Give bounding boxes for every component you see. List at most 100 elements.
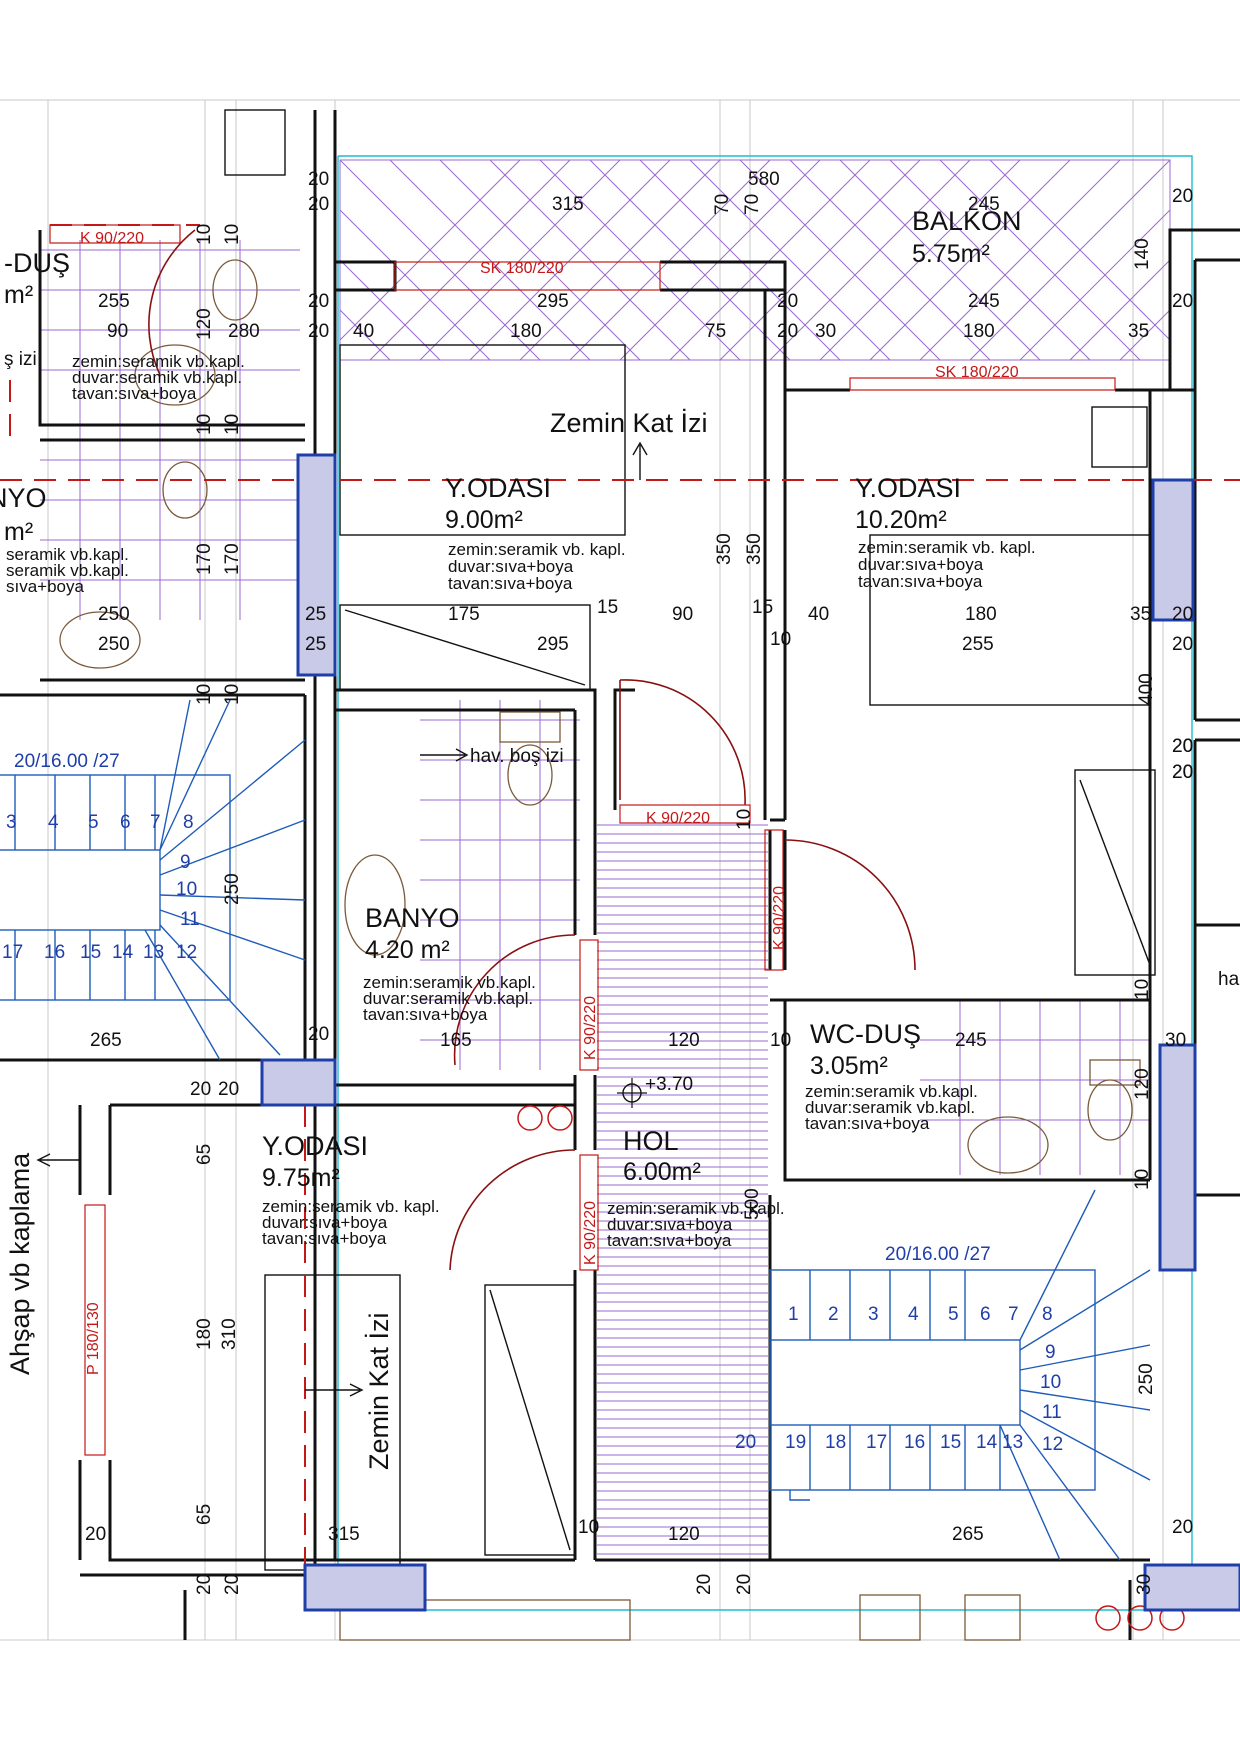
dim-label: 10 xyxy=(194,224,215,245)
stair-spec: 20/16.00 /27 xyxy=(14,751,120,772)
dim-label: 30 xyxy=(815,321,836,342)
door-swings xyxy=(49,224,1185,1631)
dim-label: 255 xyxy=(98,291,130,312)
dim-label: 400 xyxy=(1136,673,1157,705)
finish-floor: zemin:seramik vb.kapl. xyxy=(363,973,536,992)
dim-label: 65 xyxy=(194,1144,215,1165)
stair-step-number: 13 xyxy=(143,942,164,963)
finish-ceiling: tavan:sıva+boya xyxy=(363,1005,488,1024)
toilet-icon xyxy=(212,259,258,321)
s-izi-note: ş izi xyxy=(4,349,37,370)
window-label: P 180/130 xyxy=(85,1302,102,1375)
room-area: m² xyxy=(4,518,33,546)
dim-label: 10 xyxy=(734,809,755,830)
dim-label: 180 xyxy=(965,604,997,625)
finish-ceiling: tavan:sıva+boya xyxy=(805,1114,930,1133)
sink-icon xyxy=(967,1116,1049,1174)
finish-ceiling: sıva+boya xyxy=(6,577,85,596)
dim-label: 295 xyxy=(537,291,569,312)
dim-label: 40 xyxy=(353,321,374,342)
stair-step-number: 11 xyxy=(1042,1402,1062,1423)
dim-label: 255 xyxy=(962,634,994,655)
dim-label: 500 xyxy=(742,1188,763,1220)
stair-step-number: 10 xyxy=(1040,1372,1061,1393)
dim-label: 20 xyxy=(222,1574,243,1595)
dim-label: 25 xyxy=(305,634,326,655)
finish-floor: seramik vb.kapl. xyxy=(6,545,129,564)
stair-step-number: 7 xyxy=(1008,1304,1019,1325)
fixtures xyxy=(224,109,1156,1641)
stair-step-number: 10 xyxy=(176,879,197,900)
stairs-right xyxy=(769,1189,1151,1561)
door-label: K 90/220 xyxy=(582,1201,599,1265)
dim-label: 20 xyxy=(194,1574,215,1595)
stair-step-number: 4 xyxy=(908,1304,919,1325)
sanitary-fixtures xyxy=(59,259,1141,1174)
bathtub-icon xyxy=(344,854,406,956)
hall-flooring xyxy=(597,824,768,1555)
dim-label: 90 xyxy=(672,604,693,625)
room-name: BALKON xyxy=(912,206,1022,236)
dim-label: 175 xyxy=(448,604,480,625)
stair-step-number: 18 xyxy=(825,1432,846,1453)
stair-spec: 20/16.00 /27 xyxy=(885,1244,991,1265)
balcony-hatch xyxy=(339,159,1171,361)
dim-label: 10 xyxy=(770,1030,791,1051)
room-name: WC-DUŞ xyxy=(810,1019,921,1049)
dim-label: 180 xyxy=(963,321,995,342)
finish-floor: zemin:seramik vb. kapl. xyxy=(607,1199,785,1218)
room-area: 4.20 m² xyxy=(365,936,450,964)
dim-label: 170 xyxy=(194,543,215,575)
stair-step-number: 6 xyxy=(980,1304,991,1325)
dim-label: 20 xyxy=(308,1024,329,1045)
room-name: Y.ODASI xyxy=(445,473,551,503)
dim-label: 250 xyxy=(98,604,130,625)
dim-label: 170 xyxy=(222,543,243,575)
ahsap-kaplama-note: Ahşap vb kaplama xyxy=(5,1152,35,1375)
stair-step-number: 15 xyxy=(940,1432,961,1453)
dim-label: 165 xyxy=(440,1030,472,1051)
dim-label: 70 xyxy=(712,194,733,215)
stair-step-number: 6 xyxy=(120,812,131,833)
dim-label: 120 xyxy=(194,308,215,340)
room-name: NYO xyxy=(0,483,47,513)
dim-label: 70 xyxy=(742,194,763,215)
walls xyxy=(0,110,1240,1640)
level-value: +3.70 xyxy=(645,1074,693,1095)
dim-label: 245 xyxy=(968,194,1000,215)
dim-label: 250 xyxy=(98,634,130,655)
room-name: -DUŞ xyxy=(4,248,70,278)
dim-label: 140 xyxy=(1132,238,1153,270)
finish-ceiling: tavan:sıva+boya xyxy=(607,1231,732,1250)
level-marker: +3.70 xyxy=(617,1074,693,1108)
room-name: Y.ODASI xyxy=(855,473,961,503)
dim-label: 245 xyxy=(955,1030,987,1051)
dim-label: 15 xyxy=(597,597,618,618)
stair-step-number: 14 xyxy=(976,1432,998,1453)
stair-step-number: 20 xyxy=(735,1432,756,1453)
dim-label: 90 xyxy=(107,321,128,342)
door-label: K 90/220 xyxy=(646,810,710,827)
stair-step-number: 3 xyxy=(868,1304,879,1325)
dim-label: 20 xyxy=(308,321,329,342)
sink-icon xyxy=(59,611,141,669)
finish-floor: zemin:seramik vb. kapl. xyxy=(448,540,626,559)
finish-wall: duvar:sıva+boya xyxy=(262,1213,388,1232)
dim-label: 20 xyxy=(308,291,329,312)
finish-wall: duvar:seramik vb.kapl. xyxy=(72,368,242,387)
hav-bos-izi-note: hav. boş izi xyxy=(470,746,564,767)
dim-label: 180 xyxy=(510,321,542,342)
stair-step-number: 16 xyxy=(904,1432,925,1453)
dim-label: 120 xyxy=(668,1030,700,1051)
dim-label: 310 xyxy=(219,1318,240,1350)
dim-label: 20 xyxy=(190,1079,211,1100)
dim-label: 250 xyxy=(222,873,243,905)
stair-step-number: 1 xyxy=(788,1304,799,1325)
dim-label: 10 xyxy=(770,629,791,650)
stair-step-number: 12 xyxy=(176,942,197,963)
dimensions: 580 315 245 70 70 20 20 140 20 20 295 24… xyxy=(85,169,1193,1595)
room-name: HOL xyxy=(623,1126,679,1156)
dim-label: 265 xyxy=(90,1030,122,1051)
dim-label: 20 xyxy=(218,1079,239,1100)
